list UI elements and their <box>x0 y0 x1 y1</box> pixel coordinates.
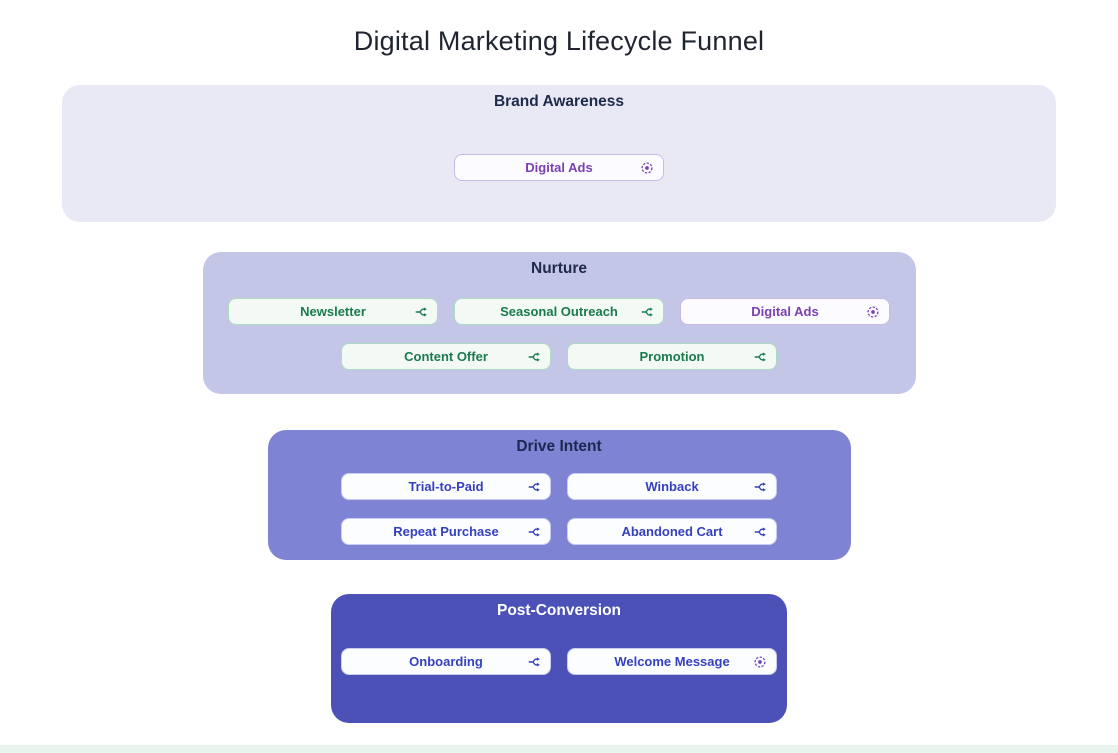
pill-label: Abandoned Cart <box>621 524 723 539</box>
branch-icon <box>754 480 767 493</box>
bottom-edge-strip <box>0 745 1118 753</box>
pill-label: Newsletter <box>300 304 366 319</box>
campaign-pill-content-offer[interactable]: Content Offer <box>341 343 551 370</box>
pill-row: Onboarding Welcome Message <box>341 648 777 675</box>
campaign-pill-abandoned-cart[interactable]: Abandoned Cart <box>567 518 777 545</box>
campaign-pill-winback[interactable]: Winback <box>567 473 777 500</box>
branch-icon <box>528 525 541 538</box>
campaign-pill-digital-ads[interactable]: Digital Ads <box>454 154 664 181</box>
pill-label: Trial-to-Paid <box>408 479 484 494</box>
page-title: Digital Marketing Lifecycle Funnel <box>353 26 765 56</box>
pill-label: Welcome Message <box>614 654 730 669</box>
branch-icon <box>528 350 541 363</box>
target-icon <box>866 305 880 319</box>
branch-icon <box>754 525 767 538</box>
pill-row: Repeat Purchase Abandoned Cart <box>341 518 777 545</box>
pill-row: Newsletter Seasonal Outreach Digital Ads <box>228 298 890 325</box>
tier-pill-rows: Onboarding Welcome Message <box>341 648 777 675</box>
campaign-pill-seasonal-outreach[interactable]: Seasonal Outreach <box>454 298 664 325</box>
pill-label: Promotion <box>639 349 705 364</box>
branch-icon <box>415 305 428 318</box>
tier-title-drive-intent: Drive Intent <box>516 438 602 455</box>
branch-icon <box>641 305 654 318</box>
pill-row: Digital Ads <box>454 154 664 181</box>
pill-label: Onboarding <box>409 654 483 669</box>
tier-title-brand-awareness: Brand Awareness <box>493 93 625 110</box>
tier-pill-rows: Digital Ads <box>454 154 664 181</box>
target-icon <box>753 655 767 669</box>
campaign-pill-onboarding[interactable]: Onboarding <box>341 648 551 675</box>
pill-label: Content Offer <box>404 349 488 364</box>
pill-row: Trial-to-Paid Winback <box>341 473 777 500</box>
campaign-pill-trial-to-paid[interactable]: Trial-to-Paid <box>341 473 551 500</box>
branch-icon <box>528 480 541 493</box>
tier-title-nurture: Nurture <box>531 260 587 277</box>
campaign-pill-repeat-purchase[interactable]: Repeat Purchase <box>341 518 551 545</box>
campaign-pill-welcome-message[interactable]: Welcome Message <box>567 648 777 675</box>
campaign-pill-newsletter[interactable]: Newsletter <box>228 298 438 325</box>
branch-icon <box>528 655 541 668</box>
pill-label: Seasonal Outreach <box>500 304 618 319</box>
campaign-pill-promotion[interactable]: Promotion <box>567 343 777 370</box>
pill-label: Repeat Purchase <box>393 524 499 539</box>
branch-icon <box>754 350 767 363</box>
campaign-pill-digital-ads[interactable]: Digital Ads <box>680 298 890 325</box>
pill-label: Winback <box>645 479 699 494</box>
pill-row: Content Offer Promotion <box>341 343 777 370</box>
pill-label: Digital Ads <box>525 160 593 175</box>
target-icon <box>640 161 654 175</box>
tier-title-post-conversion: Post-Conversion <box>496 602 621 619</box>
pill-label: Digital Ads <box>751 304 819 319</box>
